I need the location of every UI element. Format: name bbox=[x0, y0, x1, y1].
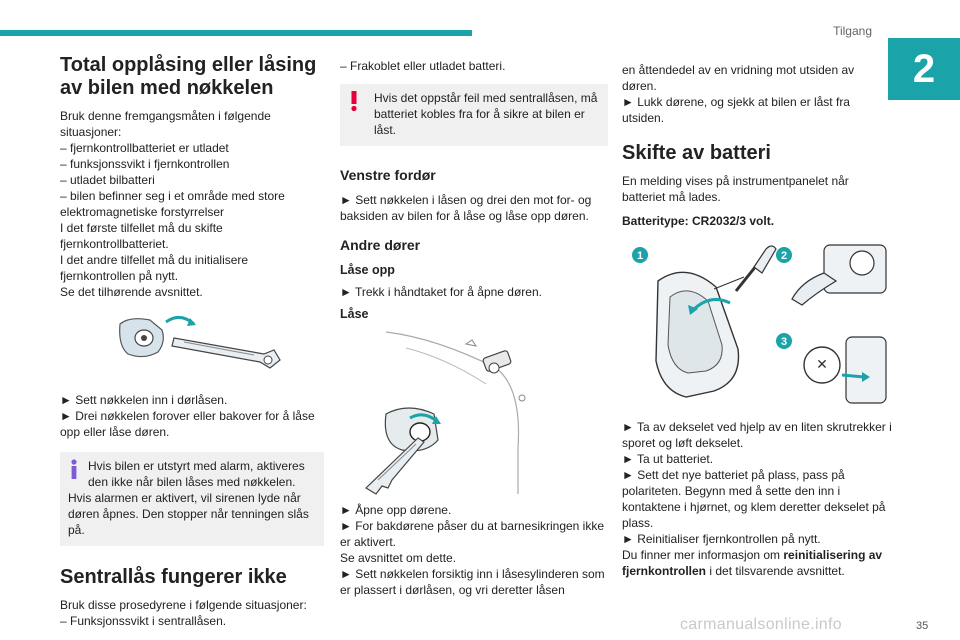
note-text: Hvis bilen er utstyrt med alarm, aktiver… bbox=[88, 459, 305, 489]
step: ► Reinitialiser fjernkontrollen på nytt. bbox=[622, 532, 821, 546]
subheading-unlock: Låse opp bbox=[340, 263, 395, 277]
list-item: – Frakoblet eller utladet batteri. bbox=[340, 59, 506, 73]
heading-total-locking: Total opplåsing eller låsing av bilen me… bbox=[60, 54, 317, 99]
heading-battery-change: Skifte av batteri bbox=[622, 142, 771, 164]
heading-other-doors: Andre dører bbox=[340, 237, 421, 253]
paragraph: I det andre tilfellet må du initialisere… bbox=[60, 253, 249, 283]
step: ► Ta av dekselet ved hjelp av en liten s… bbox=[622, 420, 892, 450]
warning-note: Hvis det oppstår feil med sentrallåsen, … bbox=[340, 84, 608, 146]
list-item: – funksjonssvikt i fjernkontrollen bbox=[60, 157, 230, 171]
column-right: en åttendedel av en vridning mot utsiden… bbox=[622, 62, 892, 579]
svg-text:✕: ✕ bbox=[816, 356, 828, 372]
paragraph: Se det tilhørende avsnittet. bbox=[60, 285, 203, 299]
heading-left-front-door: Venstre fordør bbox=[340, 167, 436, 183]
section-title: Tilgang bbox=[833, 24, 872, 38]
list-item: – Funksjonssvikt i sentrallåsen. bbox=[60, 614, 227, 628]
paragraph: Se avsnittet om dette. bbox=[340, 551, 457, 565]
warning-text: Hvis det oppstår feil med sentrallåsen, … bbox=[374, 91, 598, 137]
page-number: 35 bbox=[916, 620, 929, 632]
subheading-lock: Låse bbox=[340, 307, 369, 321]
intro-text: Bruk disse prosedyrene i følgende situas… bbox=[60, 598, 307, 612]
callout-3: 3 bbox=[781, 336, 787, 348]
step: ► For bakdørene påser du at barnesikring… bbox=[340, 519, 605, 549]
callout-2: 2 bbox=[781, 250, 787, 262]
callout-1: 1 bbox=[637, 250, 643, 262]
key-in-lock-illustration bbox=[114, 310, 324, 382]
paragraph: en åttendedel av en vridning mot utsiden… bbox=[622, 63, 855, 93]
step: ► Lukk dørene, og sjekk at bilen er låst… bbox=[622, 95, 850, 125]
step: ► Sett nøkkelen forsiktig inn i låsesyli… bbox=[340, 567, 605, 597]
step: ► Sett nøkkelen inn i dørlåsen. bbox=[60, 393, 228, 407]
list-item: – fjernkontrollbatteriet er utladet bbox=[60, 141, 229, 155]
paragraph: I det første tilfellet må du skifte fjer… bbox=[60, 221, 223, 251]
list-item: – utladet bilbatteri bbox=[60, 173, 155, 187]
step: ► Åpne opp dørene. bbox=[340, 503, 452, 517]
note-text: Hvis alarmen er aktivert, vil sirenen ly… bbox=[68, 491, 309, 537]
heading-central-lock-failure: Sentrallås fungerer ikke bbox=[60, 566, 287, 588]
intro-text: En melding vises på instrumentpanelet nå… bbox=[622, 174, 849, 204]
battery-type: Batteritype: CR2032/3 volt. bbox=[622, 214, 775, 228]
column-middle: – Frakoblet eller utladet batteri. Hvis … bbox=[340, 58, 608, 598]
chapter-badge: 2 bbox=[888, 38, 960, 100]
more-info-text: Du finner mer informasjon om bbox=[622, 548, 784, 562]
battery-replacement-illustration: 1 2 3 ✕ bbox=[626, 241, 892, 409]
step: ► Ta ut batteriet. bbox=[622, 452, 714, 466]
watermark: carmanualsonline.info bbox=[680, 616, 842, 633]
door-lock-illustration bbox=[346, 328, 608, 496]
intro-text: Bruk denne fremgangsmåten i følgende sit… bbox=[60, 109, 271, 139]
info-note: Hvis bilen er utstyrt med alarm, aktiver… bbox=[60, 452, 324, 546]
column-left: Total opplåsing eller låsing av bilen me… bbox=[60, 54, 324, 629]
more-info-text: i det tilsvarende avsnittet. bbox=[706, 564, 845, 578]
step: ► Drei nøkkelen forover eller bakover fo… bbox=[60, 409, 315, 439]
list-item: – bilen befinner seg i et område med sto… bbox=[60, 189, 285, 219]
step: ► Trekk i håndtaket for å åpne døren. bbox=[340, 285, 542, 299]
step: ► Sett det nye batteriet på plass, pass … bbox=[622, 468, 886, 530]
more-info-link-text: reinitialisering av fjernkontrollen bbox=[622, 548, 883, 578]
info-icon bbox=[71, 459, 77, 479]
header-accent-bar bbox=[0, 30, 472, 36]
warning-icon bbox=[351, 91, 357, 112]
more-info: Du finner mer informasjon om reinitialis… bbox=[622, 547, 892, 579]
step: ► Sett nøkkelen i låsen og drei den mot … bbox=[340, 193, 592, 223]
